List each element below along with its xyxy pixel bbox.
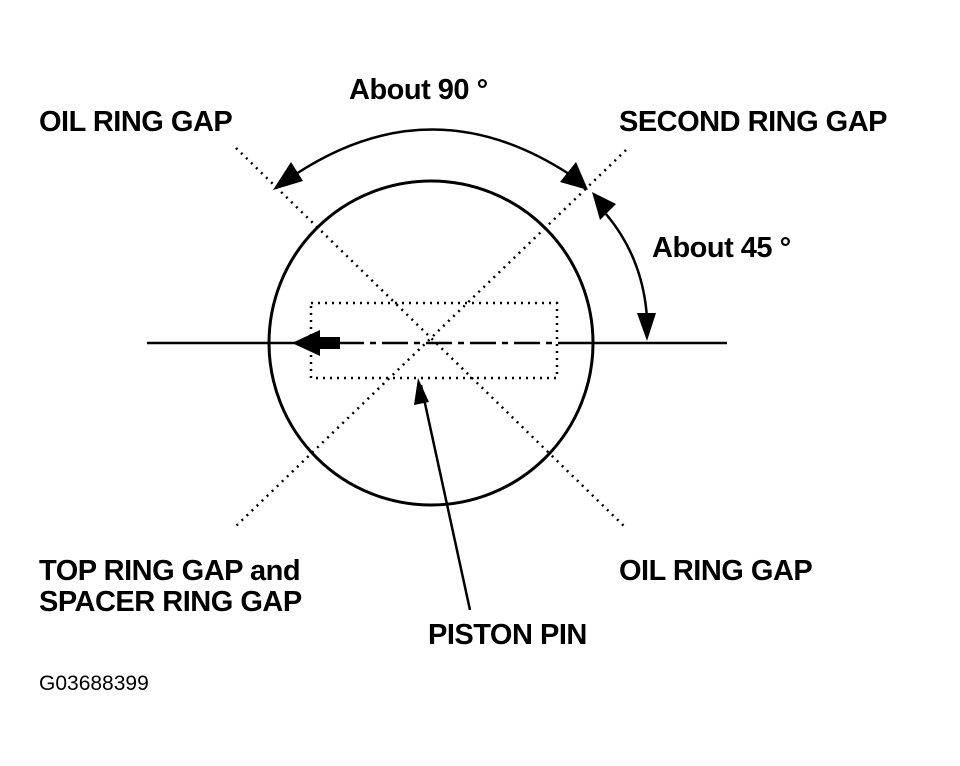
oil-ring-gap-top-label: OIL RING GAP <box>39 106 233 138</box>
arc-90-arrowhead-left <box>273 162 303 190</box>
front-arrow-head <box>292 330 320 356</box>
second-ring-gap-diagonal <box>235 149 627 527</box>
oil-ring-gap-bottom-label: OIL RING GAP <box>619 555 813 587</box>
arc-45-arrowhead-bottom <box>637 313 656 341</box>
piston-pin-label: PISTON PIN <box>428 619 587 651</box>
second-ring-gap-label: SECOND RING GAP <box>619 106 888 138</box>
oil-ring-gap-diagonal <box>235 147 627 529</box>
arc-90-degrees <box>295 128 570 176</box>
figure-code: G03688399 <box>39 672 149 695</box>
arc-45-arrowhead-top <box>592 192 616 220</box>
piston-pin-outline <box>309 301 559 380</box>
about-90-label: About 90 ° <box>349 74 488 106</box>
front-arrow-shaft <box>318 337 340 349</box>
piston-pin-leader-arrowhead <box>414 378 429 405</box>
arc-45-degrees <box>605 213 649 319</box>
arc-90-arrowhead-right <box>560 162 588 190</box>
about-45-label: About 45 ° <box>652 232 791 264</box>
top-ring-gap-label-line1: TOP RING GAP and <box>39 555 301 587</box>
top-ring-gap-label-line2: SPACER RING GAP <box>39 586 302 618</box>
piston-pin-leader <box>419 384 472 611</box>
